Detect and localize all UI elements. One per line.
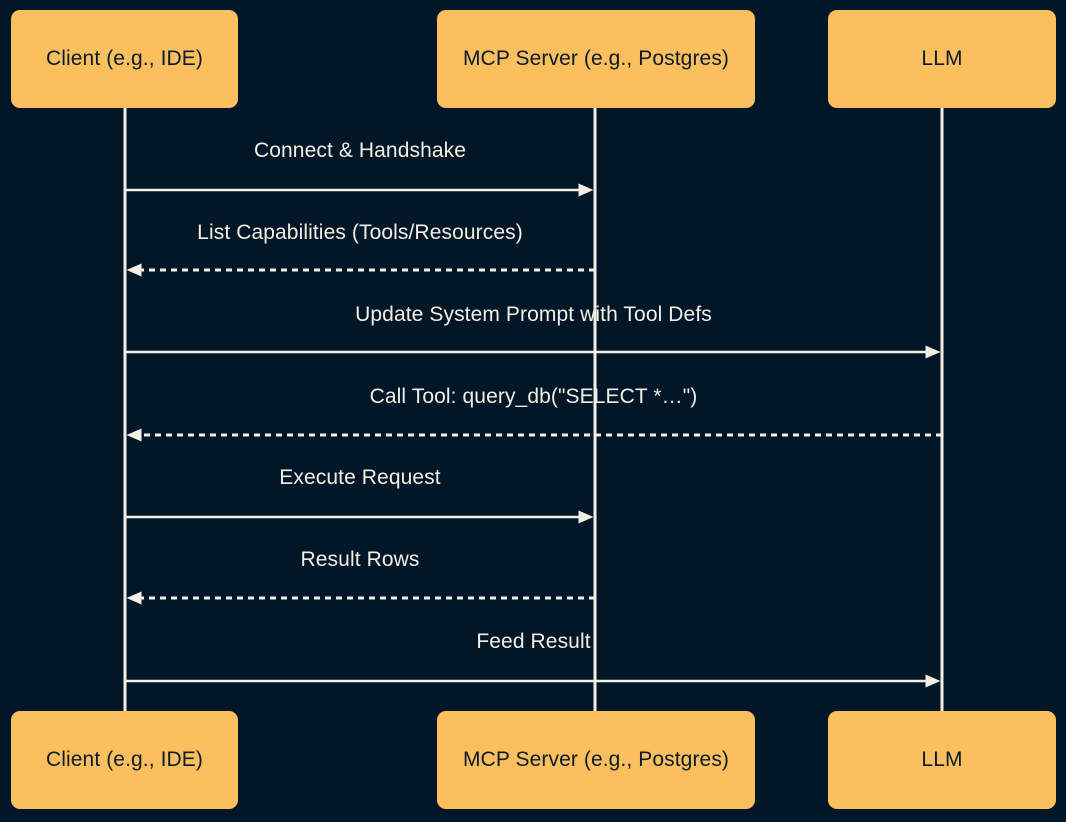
lifelines-group: [123, 108, 944, 711]
participant-label-llm: LLM: [921, 748, 963, 771]
message-label-6: Result Rows: [300, 548, 420, 571]
arrowhead-6: [126, 591, 142, 605]
participant-label-llm: LLM: [921, 47, 963, 70]
arrowhead-3: [925, 345, 941, 359]
message-label-7: Feed Result: [476, 630, 591, 653]
participant-label-client: Client (e.g., IDE): [45, 748, 203, 771]
message-label-5: Execute Request: [279, 466, 441, 489]
participant-box-top-llm[interactable]: LLM: [828, 10, 1056, 108]
arrowhead-1: [578, 183, 594, 197]
arrowhead-5: [578, 510, 594, 524]
arrowhead-7: [925, 674, 941, 688]
participant-label-server: MCP Server (e.g., Postgres): [462, 47, 730, 70]
participant-label-client: Client (e.g., IDE): [45, 47, 203, 70]
participant-box-bottom-llm[interactable]: LLM: [828, 711, 1056, 809]
arrowhead-2: [126, 263, 142, 277]
participant-box-bottom-server[interactable]: MCP Server (e.g., Postgres): [437, 711, 755, 809]
arrowhead-4: [126, 428, 142, 442]
participant-box-bottom-client[interactable]: Client (e.g., IDE): [11, 711, 238, 809]
message-label-3: Update System Prompt with Tool Defs: [355, 303, 712, 326]
messages-group: [125, 183, 942, 688]
participant-box-top-client[interactable]: Client (e.g., IDE): [11, 10, 238, 108]
message-label-1: Connect & Handshake: [253, 139, 467, 162]
message-label-2: List Capabilities (Tools/Resources): [197, 221, 523, 244]
participant-label-server: MCP Server (e.g., Postgres): [462, 748, 730, 771]
message-label-4: Call Tool: query_db("SELECT *…"): [369, 385, 698, 408]
participant-box-top-server[interactable]: MCP Server (e.g., Postgres): [437, 10, 755, 108]
